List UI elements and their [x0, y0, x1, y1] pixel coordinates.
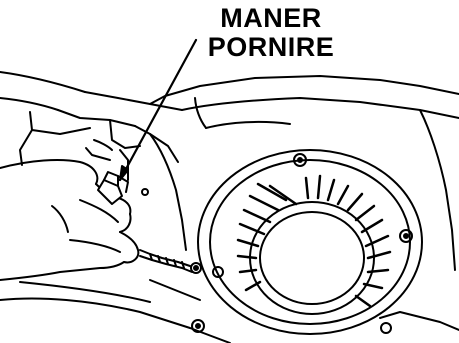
callout-line-1: MANER [196, 4, 346, 33]
recoil-starter [198, 150, 422, 334]
choke-lever [98, 172, 201, 273]
callout-label: MANER PORNIRE [196, 4, 346, 62]
callout-line-2: PORNIRE [196, 33, 346, 62]
